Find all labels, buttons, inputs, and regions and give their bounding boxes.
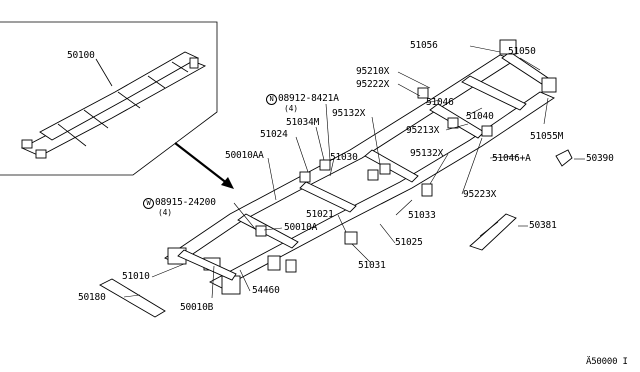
label-95213x: 95213X — [406, 125, 440, 136]
label-51034m: 51034M — [286, 117, 320, 128]
label-95210x: 95210X — [356, 66, 390, 77]
label-50010b: 50010B — [180, 302, 214, 313]
label-08915-24200-number: 08915-24200 — [155, 197, 216, 208]
inset-border — [0, 21, 218, 176]
label-95223x: 95223X — [463, 189, 497, 200]
label-51031: 51031 — [358, 260, 386, 271]
label-50381: 50381 — [529, 220, 557, 231]
label-inset-part: 50100 — [67, 50, 95, 61]
diagram-reference: Ä50000 I — [586, 357, 628, 367]
nut-symbol-icon: N — [266, 94, 277, 105]
label-08912-8421a-number: 08912-8421A — [278, 93, 339, 104]
label-08915-qty: (4) — [158, 208, 172, 217]
label-50180: 50180 — [78, 292, 106, 303]
label-51033: 51033 — [408, 210, 436, 221]
leader-lines — [123, 45, 585, 299]
label-51021: 51021 — [306, 209, 334, 220]
label-51046a: 51046+A — [492, 153, 531, 164]
label-51025: 51025 — [395, 237, 423, 248]
label-54460: 54460 — [252, 285, 280, 296]
label-95132x-a: 95132X — [332, 108, 366, 119]
label-50390: 50390 — [586, 153, 614, 164]
label-51040: 51040 — [466, 111, 494, 122]
main-frame — [99, 39, 573, 318]
label-51056: 51056 — [410, 40, 438, 51]
direction-arrow — [174, 142, 234, 189]
label-50010a: 50010A — [284, 222, 318, 233]
label-51055m: 51055M — [530, 131, 564, 142]
label-08912-qty: (4) — [284, 104, 298, 113]
label-95222x: 95222X — [356, 79, 390, 90]
label-50010aa: 50010AA — [225, 150, 264, 161]
label-51024: 51024 — [260, 129, 288, 140]
label-51010: 51010 — [122, 271, 150, 282]
label-51050: 51050 — [508, 46, 536, 57]
inset-frame — [20, 51, 207, 159]
label-95132x-b: 95132X — [410, 148, 444, 159]
washer-symbol-icon: W — [143, 198, 154, 209]
label-51030: 51030 — [330, 152, 358, 163]
label-51046: 51046 — [426, 97, 454, 108]
